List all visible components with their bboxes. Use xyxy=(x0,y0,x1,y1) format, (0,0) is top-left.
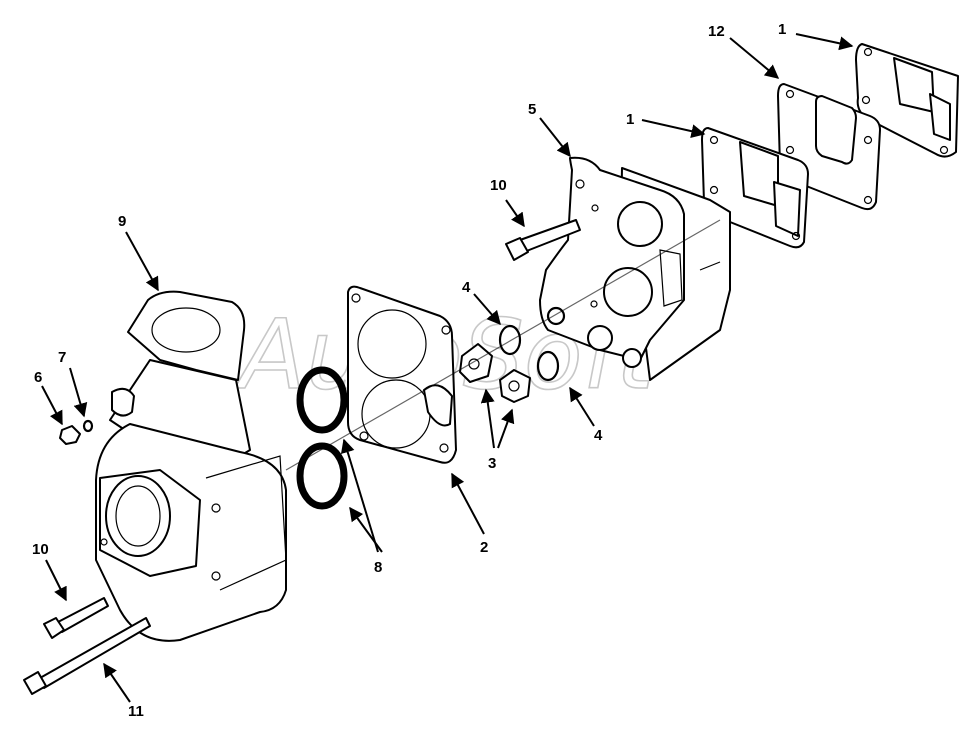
seal-4-right xyxy=(536,350,560,382)
plug-3-lower xyxy=(499,369,531,403)
gasket-1-top xyxy=(855,43,959,158)
callout-8: 8 xyxy=(374,559,382,576)
callout-4-right: 4 xyxy=(594,427,603,444)
bolt-11 xyxy=(23,617,151,695)
washer-7 xyxy=(82,419,94,433)
callout-7: 7 xyxy=(58,349,66,366)
bolt-10-bottom xyxy=(43,597,109,639)
callout-10-top: 10 xyxy=(490,177,507,194)
callout-9: 9 xyxy=(118,213,126,230)
callout-2: 2 xyxy=(480,539,488,556)
assembly-axis-line xyxy=(285,219,721,471)
callout-4-left: 4 xyxy=(462,279,471,296)
callout-1-top: 1 xyxy=(778,21,786,38)
callout-3: 3 xyxy=(488,455,496,472)
callout-11: 11 xyxy=(128,703,144,720)
o-rings-8 xyxy=(296,366,348,510)
water-housing-9 xyxy=(95,290,287,642)
bolt-10-top xyxy=(505,219,581,261)
callout-10-bottom: 10 xyxy=(32,541,49,558)
callout-6: 6 xyxy=(34,369,42,386)
seal-4-left xyxy=(498,324,522,356)
plug-3-upper xyxy=(459,343,493,383)
callout-1-middle: 1 xyxy=(626,111,634,128)
callout-12: 12 xyxy=(708,23,725,40)
thermostat-housing-5 xyxy=(539,156,731,381)
callout-5: 5 xyxy=(528,101,536,118)
leader-arrows xyxy=(41,33,854,703)
drain-plug-6 xyxy=(59,425,81,445)
